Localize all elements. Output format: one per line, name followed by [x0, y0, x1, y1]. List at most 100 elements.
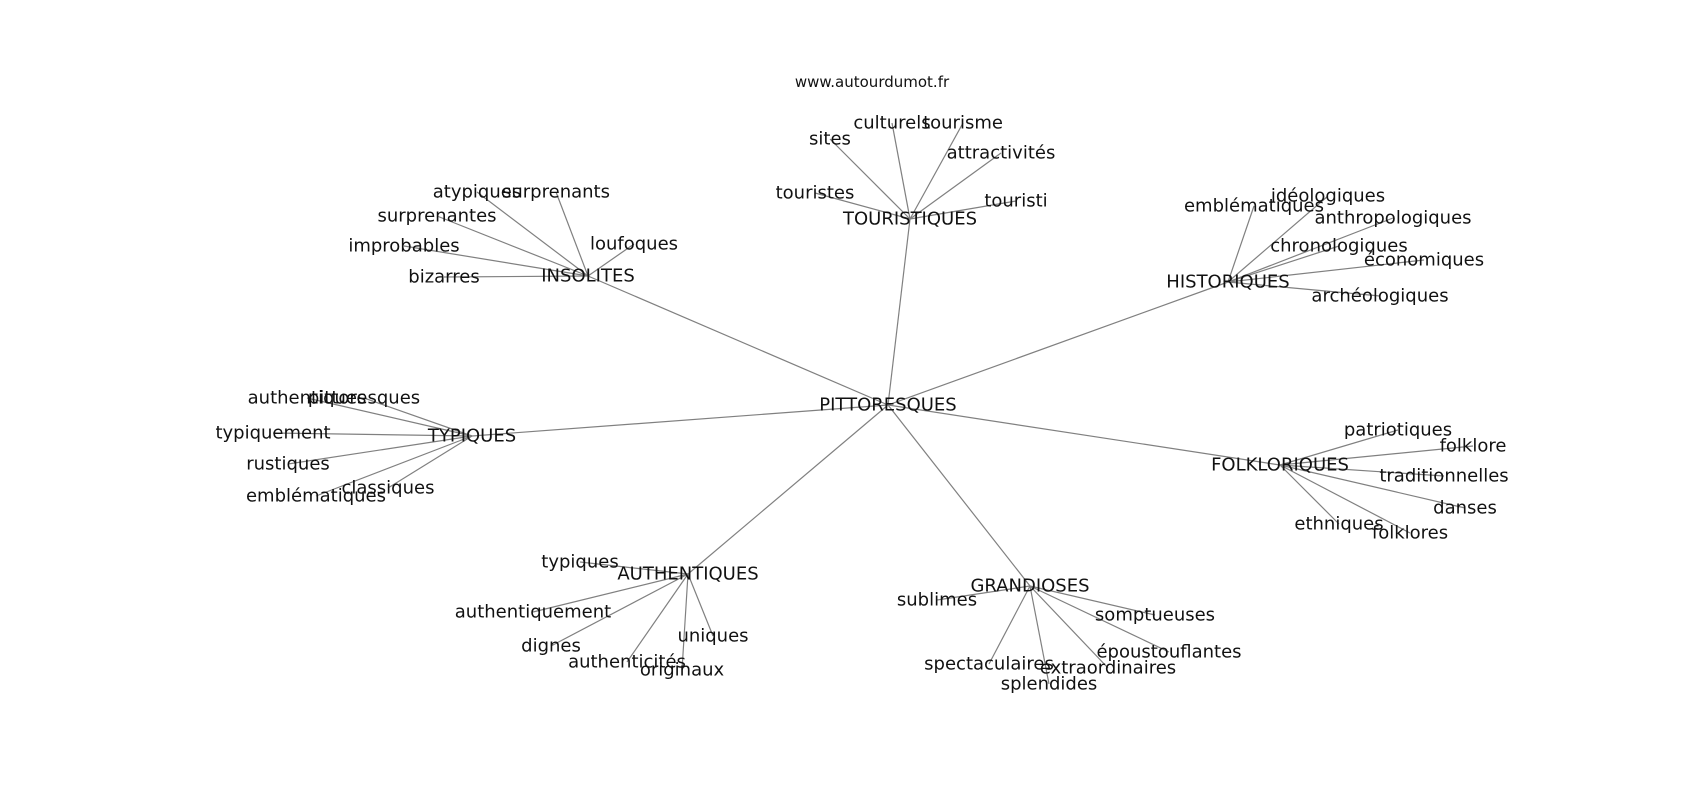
edge-historiques-economiques: [1227, 259, 1425, 283]
edge-authentiques-typiques: [579, 561, 689, 575]
edge-center-folkloriques: [887, 404, 1281, 466]
edge-historiques-ideologiques: [1227, 195, 1329, 283]
edge-folkloriques-folklore: [1279, 445, 1474, 466]
edge-center-touristiques: [887, 218, 911, 406]
edge-folkloriques-folklores: [1279, 464, 1411, 534]
leaf-node-sites: sites: [809, 129, 851, 150]
edge-typiques-classiques: [387, 435, 473, 489]
edge-center-typiques: [471, 404, 889, 437]
leaf-node-chronologiques: chronologiques: [1270, 236, 1407, 257]
leaf-node-loufoques: loufoques: [590, 234, 678, 255]
leaf-node-folklore: folklore: [1440, 436, 1507, 457]
leaf-node-uniques: uniques: [677, 626, 748, 647]
leaf-node-typiques: typiques: [541, 552, 618, 573]
edge-typiques-pittoresques: [363, 397, 473, 437]
hub-node-authentiques: AUTHENTIQUES: [617, 564, 758, 585]
leaf-node-folklores: folklores: [1372, 523, 1448, 544]
leaf-node-economiques: économiques: [1364, 250, 1484, 271]
edge-folkloriques-patriotiques: [1279, 429, 1399, 466]
edge-grandioses-splendides: [1029, 585, 1050, 685]
leaf-node-typiquement: typiquement: [215, 423, 330, 444]
edge-touristiques-touristi: [909, 200, 1017, 220]
edge-folkloriques-ethniques: [1279, 464, 1340, 525]
edge-insolites-bizarres: [443, 275, 589, 278]
edge-grandioses-somptueuses: [1029, 585, 1156, 616]
leaf-node-touristes: touristes: [776, 183, 855, 204]
edge-folkloriques-traditionnelles: [1279, 464, 1445, 477]
hub-node-folkloriques: FOLKLORIQUES: [1211, 455, 1349, 476]
leaf-node-tourisme: tourisme: [923, 113, 1003, 134]
graph-labels: www.autourdumot.fr PITTORESQUES TOURISTIQ…: [215, 73, 1508, 695]
leaf-node-emblematiques: emblématiques: [1184, 196, 1324, 217]
leaf-node-surprenants: surprenants: [502, 182, 610, 203]
leaf-node-somptueuses: somptueuses: [1095, 605, 1215, 626]
edge-insolites-loufoques: [587, 243, 635, 277]
hub-node-touristiques: TOURISTIQUES: [842, 209, 977, 230]
edge-insolites-atypiques: [476, 191, 589, 277]
leaf-node-anthropologiques: anthropologiques: [1314, 208, 1471, 229]
leaf-node-patriotiques: patriotiques: [1344, 420, 1452, 441]
leaf-node-authenticites: authenticités: [568, 652, 686, 673]
edge-historiques-chronologiques: [1227, 245, 1340, 283]
leaf-node-rustiques: rustiques: [246, 454, 330, 475]
leaf-node-extraordinaires: extraordinaires: [1040, 658, 1176, 679]
edge-grandioses-extraordinaires: [1029, 585, 1109, 669]
edge-insolites-improbables: [403, 245, 589, 277]
edge-authentiques-originaux: [681, 573, 689, 671]
edge-touristiques-attractivites: [909, 152, 1002, 220]
edge-authentiques-dignes: [550, 573, 689, 647]
edge-typiques-emblematiques: [315, 435, 473, 497]
edge-center-grandioses: [887, 404, 1031, 587]
leaf-node-improbables: improbables: [348, 236, 459, 257]
edge-grandioses-sublimes: [936, 585, 1031, 601]
leaf-node-splendides: splendides: [1001, 674, 1098, 695]
leaf-node-archeologiques: archéologiques: [1311, 286, 1448, 307]
edge-touristiques-sites: [829, 138, 911, 220]
edge-touristiques-tourisme: [909, 122, 964, 220]
leaf-node-spectaculaires: spectaculaires: [924, 654, 1054, 675]
leaf-node-pittoresques: pittoresques: [308, 388, 420, 409]
edge-center-authentiques: [687, 404, 889, 575]
edge-touristiques-culturels: [891, 122, 911, 220]
center-node-pittoresques: PITTORESQUES: [819, 395, 956, 416]
leaf-node-authentiquement: authentiquement: [455, 602, 611, 623]
leaf-node-sublimes: sublimes: [897, 590, 977, 611]
leaf-node-emblematiques: emblématiques: [246, 486, 386, 507]
leaf-node-ideologiques: idéologiques: [1271, 186, 1385, 207]
leaf-node-authentiques: authentiques: [248, 388, 367, 409]
edge-typiques-authentiques: [306, 397, 473, 437]
hub-node-historiques: HISTORIQUES: [1166, 272, 1289, 293]
edge-historiques-anthropologiques: [1227, 217, 1394, 283]
edge-insolites-surprenantes: [436, 215, 589, 277]
leaf-node-dignes: dignes: [521, 636, 581, 657]
edge-grandioses-spectaculaires: [988, 585, 1031, 665]
hub-node-typiques: TYPIQUES: [427, 426, 516, 447]
leaf-node-culturels: culturels: [853, 113, 930, 134]
edge-authentiques-authenticites: [626, 573, 689, 663]
leaf-node-touristi: touristi: [984, 191, 1047, 212]
leaf-node-traditionnelles: traditionnelles: [1379, 466, 1508, 487]
edge-insolites-surprenants: [555, 191, 589, 277]
source-label: www.autourdumot.fr: [795, 73, 950, 91]
edge-typiques-rustiques: [287, 435, 473, 465]
edge-historiques-archeologiques: [1227, 281, 1381, 297]
edge-authentiques-uniques: [687, 573, 714, 637]
edge-center-insolites: [587, 275, 889, 406]
leaf-node-ethniques: ethniques: [1294, 514, 1383, 535]
edge-center-historiques: [887, 281, 1229, 406]
edge-grandioses-epoustouflantes: [1029, 585, 1170, 653]
leaf-node-danses: danses: [1433, 498, 1497, 519]
edge-historiques-emblematiques: [1227, 205, 1255, 283]
edge-authentiques-authentiquement: [532, 573, 689, 613]
leaf-node-attractivites: attractivités: [947, 143, 1056, 164]
leaf-node-classiques: classiques: [342, 478, 435, 499]
edge-touristiques-touristes: [814, 192, 911, 220]
leaf-node-atypiques: atypiques: [433, 182, 521, 203]
leaf-node-epoustouflantes: époustouflantes: [1096, 642, 1241, 663]
leaf-node-originaux: originaux: [640, 660, 725, 681]
hub-node-grandioses: GRANDIOSES: [970, 576, 1089, 597]
leaf-node-bizarres: bizarres: [408, 267, 479, 288]
edge-typiques-typiquement: [272, 432, 473, 437]
graph-edges: [272, 122, 1474, 685]
